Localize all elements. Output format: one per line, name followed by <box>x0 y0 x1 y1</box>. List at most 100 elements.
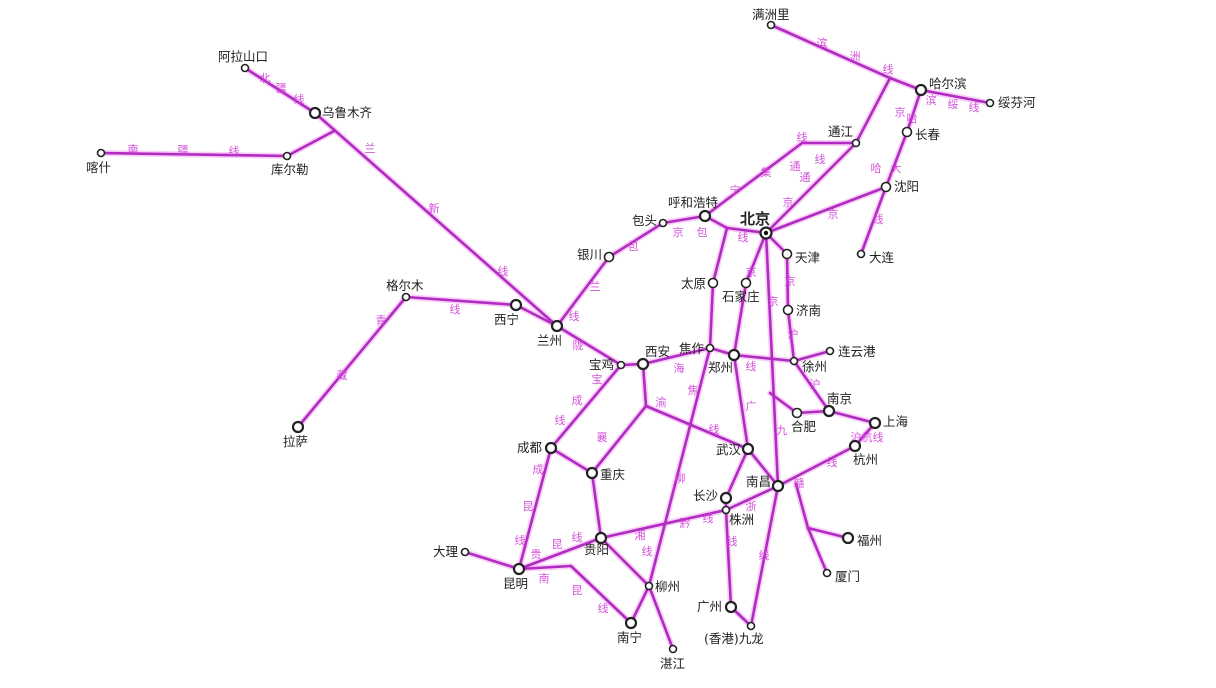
rail-line-label: 北 <box>260 72 271 85</box>
rail-line <box>729 231 780 628</box>
station-label-xiamen: 厦门 <box>835 569 860 584</box>
rail-line-label: 沪 <box>788 327 799 341</box>
station-label-changchun: 长春 <box>915 127 941 142</box>
station-marker-lianyungang <box>825 346 835 356</box>
rail-line-label: 线 <box>873 212 884 226</box>
rail-line-label: 新 <box>429 201 440 215</box>
station-marker-guiyang <box>594 531 608 545</box>
rail-line-label: 宁 <box>730 183 741 197</box>
rail-line-label: 线 <box>815 152 826 166</box>
rail-line-label: 线 <box>555 413 566 427</box>
rail-line-label: 襄 <box>597 430 608 444</box>
rail-line-label: 通 <box>800 171 811 184</box>
rail-line-label: 昆 <box>552 538 563 551</box>
station-labels: 满洲里哈尔滨绥芬河长春通江沈阳大连阿拉山口乌鲁木齐喀什库尔勒呼和浩特包头北京天津… <box>86 7 1036 671</box>
station-label-lianyungang: 连云港 <box>838 344 876 359</box>
rail-line <box>859 185 888 256</box>
station-marker-xian <box>636 357 650 371</box>
station-marker-xining <box>509 298 523 312</box>
station-label-tianjin: 天津 <box>795 250 820 265</box>
rail-line <box>296 295 559 429</box>
rail-line-label: 线 <box>515 533 526 547</box>
station-marker-liuzhou <box>644 581 654 591</box>
station-label-wuhan: 武汉 <box>716 442 742 457</box>
station-marker-alashankou <box>240 63 250 73</box>
station-label-yinchuan: 银川 <box>577 247 602 262</box>
station-marker-baoji <box>616 360 626 370</box>
station-marker-kashi <box>96 148 106 158</box>
station-label-chengdu: 成都 <box>517 440 543 455</box>
station-marker-shenyang <box>880 181 892 193</box>
rail-line-label: 南 <box>128 143 139 156</box>
station-marker-changsha <box>719 491 733 505</box>
rail-line <box>463 550 521 571</box>
station-label-baotou: 包头 <box>632 213 657 228</box>
station-label-taiyuan: 太原 <box>681 276 706 291</box>
rail-line-label: 集 <box>761 165 772 179</box>
rail-line-label: 渝 <box>656 395 667 409</box>
rail-line-label: 沪 <box>810 377 821 391</box>
station-marker-zhengzhou <box>727 348 741 362</box>
station-label-jiulong: (香港)九龙 <box>704 631 764 646</box>
station-label-tongliao: 通江 <box>828 124 853 139</box>
station-marker-tianjin <box>781 248 793 260</box>
rail-line-label: 京 <box>783 195 794 209</box>
station-label-kashi: 喀什 <box>86 160 111 175</box>
station-marker-zhuzhou <box>721 505 731 515</box>
station-label-guangzhou: 广州 <box>697 599 722 614</box>
station-marker-lanzhou <box>550 319 564 333</box>
station-label-kuerle: 库尔勒 <box>271 162 309 177</box>
station-label-fuzhou: 福州 <box>857 533 882 548</box>
rail-line <box>661 214 768 235</box>
station-marker-zhanjiang <box>668 644 678 654</box>
rail-line-label: 海 <box>674 361 685 375</box>
capital-dot-icon <box>763 230 769 236</box>
station-label-zhuzhou: 株洲 <box>729 512 754 527</box>
rail-line-label: 黔 <box>680 516 691 530</box>
station-marker-geermu <box>401 292 411 302</box>
station-label-nanjing: 南京 <box>827 391 852 406</box>
station-marker-guangzhou <box>724 600 738 614</box>
station-label-jinan: 济南 <box>796 303 821 318</box>
rail-line-label: 包 <box>697 226 708 239</box>
station-label-zhengzhou: 郑州 <box>708 360 733 375</box>
station-label-xian: 西安 <box>645 344 670 359</box>
station-label-baoji: 宝鸡 <box>589 357 614 372</box>
rail-line-label: 线 <box>727 534 738 548</box>
station-marker-suifenhe <box>985 98 995 108</box>
station-label-huhehaote: 呼和浩特 <box>668 195 718 210</box>
station-label-beijing: 北京 <box>740 210 770 228</box>
rail-line-label: 线 <box>450 302 461 316</box>
rail-line-label: 哈 <box>907 112 918 125</box>
rail-line-label: 线 <box>498 264 509 278</box>
station-marker-nanchang <box>771 479 785 493</box>
station-label-nanning: 南宁 <box>617 630 642 645</box>
rail-line <box>549 446 594 475</box>
rail-line <box>769 23 923 92</box>
station-label-nanchang: 南昌 <box>746 474 771 489</box>
station-marker-xuzhou <box>789 356 799 366</box>
stations <box>96 20 995 654</box>
rail-line-label: 昆 <box>572 584 583 597</box>
station-label-lanzhou: 兰州 <box>537 333 562 348</box>
rail-line-label: 线 <box>827 455 838 469</box>
station-marker-xiamen <box>822 568 832 578</box>
rail-line-label: 京 <box>768 294 779 308</box>
rail-line <box>703 141 858 218</box>
rail-line-label: 滨 <box>817 36 828 50</box>
station-marker-nanning <box>624 616 638 630</box>
station-label-lasa: 拉萨 <box>283 434 308 449</box>
station-marker-shanghai <box>868 416 882 430</box>
rail-line <box>517 446 553 571</box>
station-label-xining: 西宁 <box>494 312 519 327</box>
rail-line <box>517 536 603 571</box>
station-label-chongqing: 重庆 <box>600 467 626 482</box>
rail-line-label: 疆 <box>276 82 287 95</box>
rail-line <box>806 526 850 540</box>
rail-line <box>919 88 992 105</box>
station-marker-kuerle <box>282 151 292 161</box>
rail-line-label: 赣 <box>794 476 805 490</box>
rail-line-label: 包 <box>628 240 639 253</box>
station-label-jiaozuo: 焦作 <box>679 341 705 356</box>
